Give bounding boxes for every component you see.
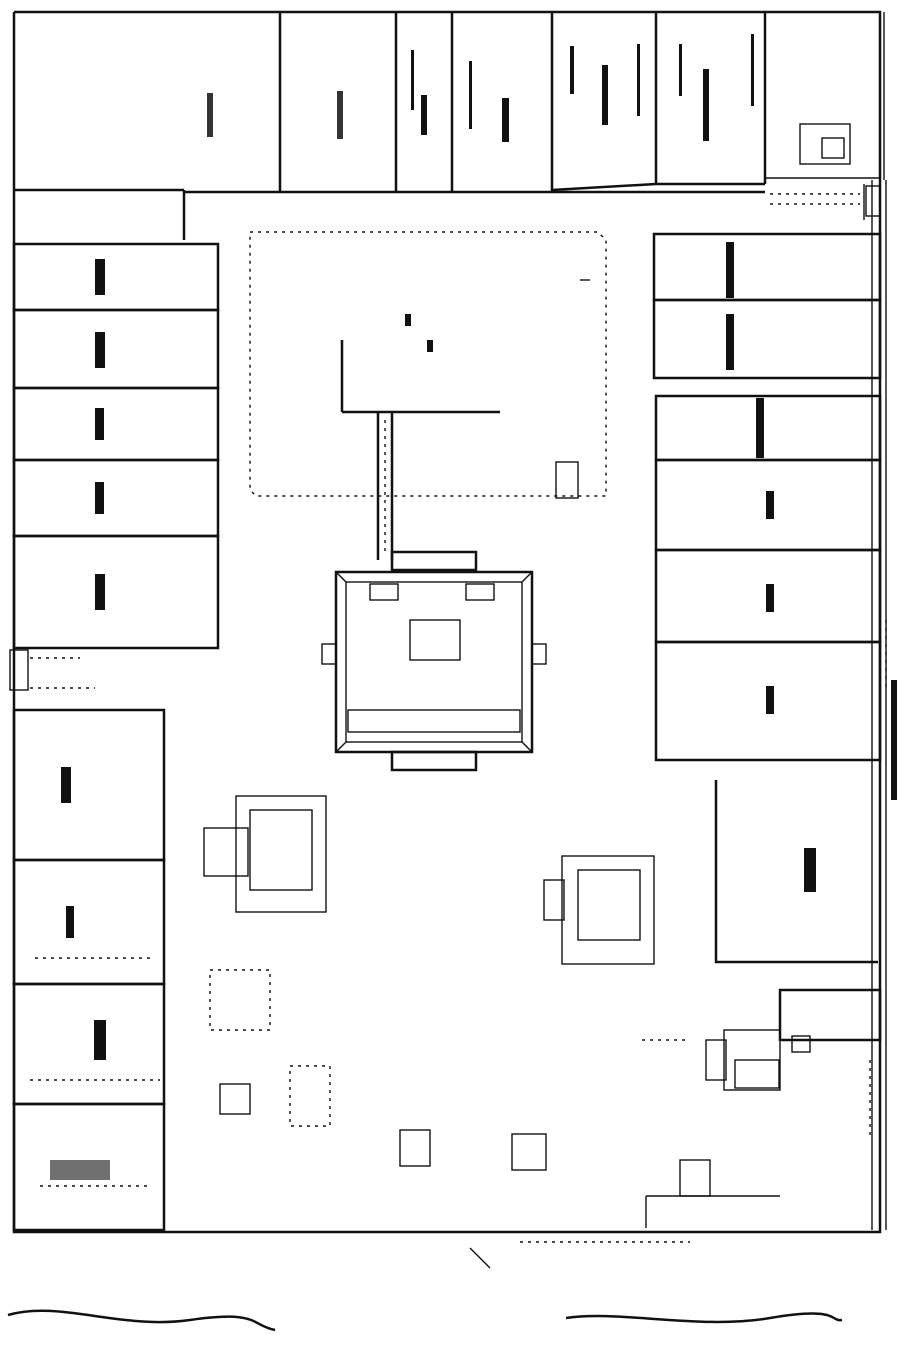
outer-precinct-wall [12, 10, 887, 1234]
north-row-glyph-marks [207, 34, 754, 142]
southwest-building-row [12, 708, 166, 1232]
east-building-row [652, 232, 882, 762]
southeast-building-row [642, 780, 882, 1228]
bottom-inscription-marks [7, 1241, 843, 1332]
central-walkway [376, 412, 394, 560]
inner-courtyard [249, 231, 607, 499]
north-building-row [14, 12, 767, 240]
northeast-gate [765, 123, 881, 220]
main-hall-complex [321, 550, 547, 772]
west-building-row [9, 242, 220, 691]
east-edge-marks [869, 620, 897, 1140]
small-structures [203, 795, 655, 1171]
